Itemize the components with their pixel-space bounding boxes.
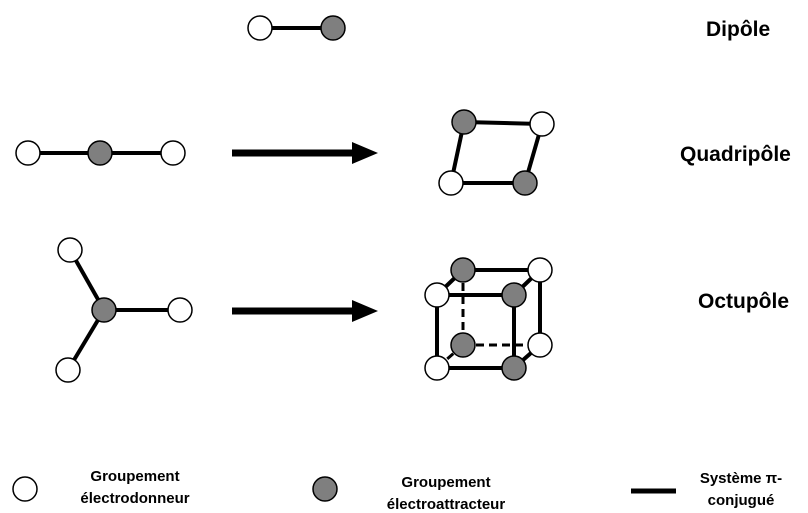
octupole-cube-molecule <box>424 257 553 381</box>
legend-acceptor-line1: Groupement <box>401 474 490 491</box>
quadripole-arrow <box>232 142 378 164</box>
legend-acceptor-line2: électroattracteur <box>387 496 506 513</box>
cube-front-bottom-left-donor <box>424 355 450 381</box>
legend-acceptor-symbol <box>312 476 338 502</box>
quadripole-left-donor-node <box>15 140 41 166</box>
legend-pi-line2: conjugué <box>708 492 775 509</box>
octupole-star-molecule <box>55 237 193 383</box>
quadripole-square-acceptor-bottom <box>512 170 538 196</box>
dipole-label: Dipôle <box>706 18 770 41</box>
cube-front-top-left-donor <box>424 282 450 308</box>
cube-back-bottom-right-donor <box>527 332 553 358</box>
quadripole-label: Quadripôle <box>680 143 791 166</box>
quadripole-square-donor-bottom <box>438 170 464 196</box>
quadripole-square-acceptor-top <box>451 109 477 135</box>
dipole-acceptor-node <box>320 15 346 41</box>
dipole-donor-node <box>247 15 273 41</box>
octupole-star-donor-right <box>167 297 193 323</box>
quadripole-linear-molecule <box>15 140 186 166</box>
quadripole-square-donor-top <box>529 111 555 137</box>
quadripole-arrow-head <box>352 142 378 164</box>
octupole-label: Octupôle <box>698 290 789 313</box>
cube-front-bottom-right-acceptor <box>501 355 527 381</box>
octupole-arrow <box>232 300 378 322</box>
legend-acceptor: Groupement électroattracteur <box>312 474 506 513</box>
dipole-molecule <box>247 15 346 41</box>
legend-donor-symbol <box>12 476 38 502</box>
legend-pi-system: Système π- conjugué <box>631 470 782 509</box>
legend: Groupement électrodonneur Groupement éle… <box>12 468 782 513</box>
quadripole-square-molecule <box>438 109 555 196</box>
legend-donor-line2: électrodonneur <box>80 490 189 507</box>
quadripole-center-acceptor-node <box>87 140 113 166</box>
cube-back-top-left-acceptor <box>450 257 476 283</box>
cube-back-top-right-donor <box>527 257 553 283</box>
legend-pi-line1: Système π- <box>700 470 782 487</box>
octupole-arrow-head <box>352 300 378 322</box>
octupole-star-donor-top <box>57 237 83 263</box>
legend-donor-line1: Groupement <box>90 468 179 485</box>
cube-front-top-right-acceptor <box>501 282 527 308</box>
cube-front-face <box>435 293 516 370</box>
cube-back-bottom-left-acceptor <box>450 332 476 358</box>
quadripole-right-donor-node <box>160 140 186 166</box>
octupole-star-donor-bottom <box>55 357 81 383</box>
legend-donor: Groupement électrodonneur <box>12 468 190 507</box>
octupole-star-center-acceptor <box>91 297 117 323</box>
